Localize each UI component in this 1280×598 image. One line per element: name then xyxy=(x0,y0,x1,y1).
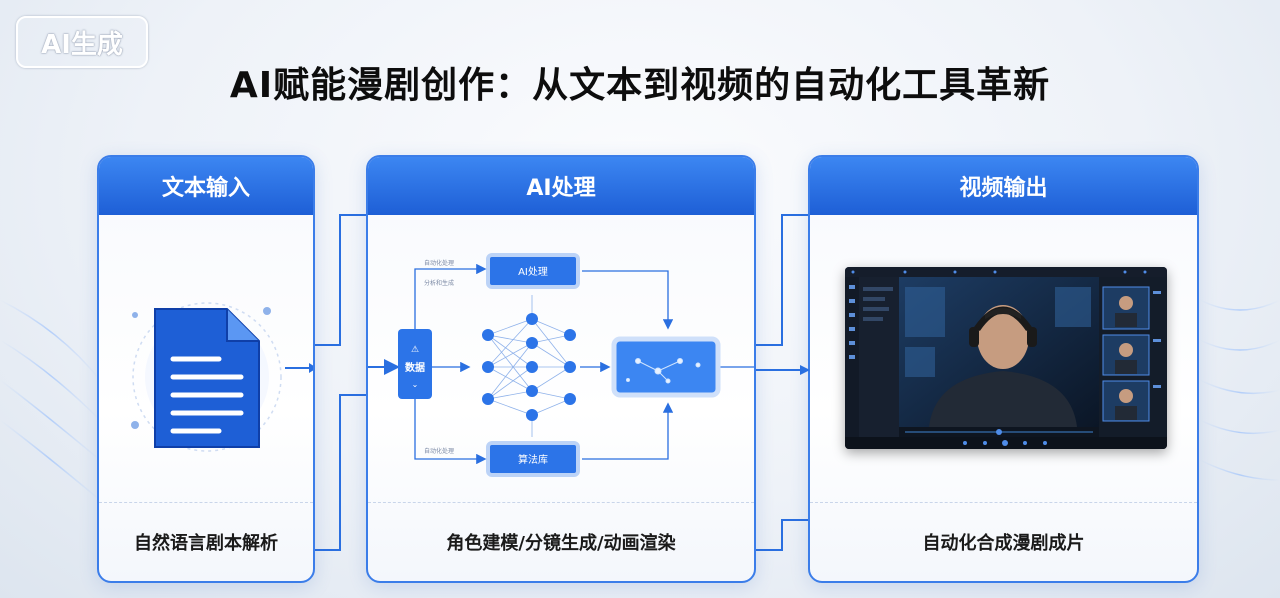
top-process-label: AI处理 xyxy=(518,266,548,278)
connector-top-1 xyxy=(315,215,366,345)
panel-header-text-input: 文本输入 xyxy=(99,157,313,215)
output-arrow xyxy=(285,362,315,374)
connector-bottom-1 xyxy=(315,395,366,550)
page-title: AI赋能漫剧创作：从文本到视频的自动化工具革新 xyxy=(0,56,1280,108)
svg-text:⌄: ⌄ xyxy=(412,380,419,389)
svg-text:分析和生成: 分析和生成 xyxy=(424,279,454,287)
svg-text:⚠: ⚠ xyxy=(411,345,419,355)
neural-network-icon: ⚠ 数据 ⌄ AI处理 算法库 自动化处理 分析和生成 自动化处理 xyxy=(368,215,756,505)
panel-header-ai-processing: AI处理 xyxy=(368,157,754,215)
panel-footer-ai-processing: 角色建模/分镜生成/动画渲染 xyxy=(368,502,754,581)
document-icon xyxy=(127,297,287,457)
svg-text:自动化处理: 自动化处理 xyxy=(424,447,454,455)
process-to-output-arrow xyxy=(756,364,810,376)
connector-bottom-2 xyxy=(756,520,808,550)
video-output-panel: 视频输出 xyxy=(808,155,1199,583)
panel-header-video-output: 视频输出 xyxy=(810,157,1197,215)
video-player-icon xyxy=(845,267,1167,449)
connector-top-2 xyxy=(756,215,808,345)
data-input-label: 数据 xyxy=(405,361,425,374)
svg-text:自动化处理: 自动化处理 xyxy=(424,259,454,267)
bottom-process-label: 算法库 xyxy=(518,453,548,466)
panel-footer-text-input: 自然语言剧本解析 xyxy=(99,502,313,581)
text-input-panel: 文本输入 自然语言剧本解析 xyxy=(97,155,315,583)
panel-footer-video-output: 自动化合成漫剧成片 xyxy=(810,502,1197,581)
ai-processing-panel: AI处理 ⚠ 数据 ⌄ AI处理 算法库 自动化 xyxy=(366,155,756,583)
